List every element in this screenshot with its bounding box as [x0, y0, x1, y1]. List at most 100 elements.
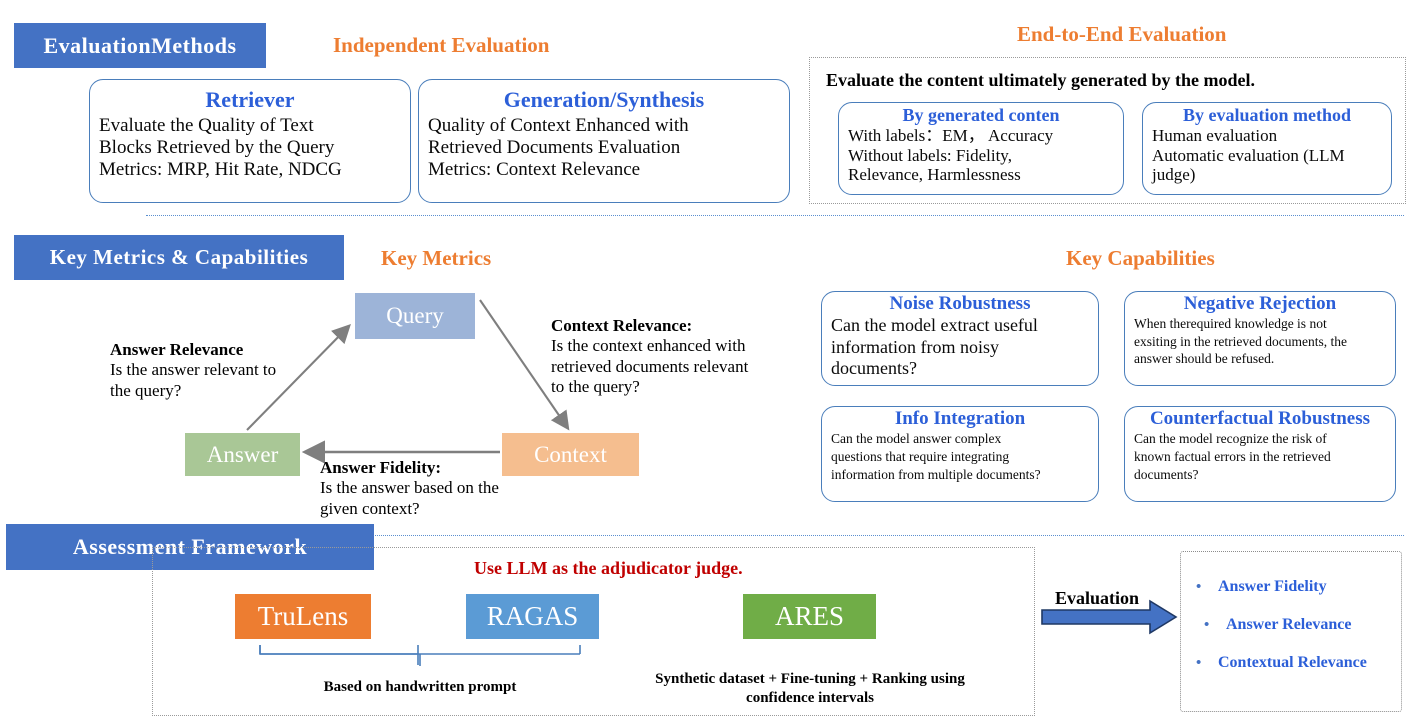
- card-line: Without labels: Fidelity,: [848, 145, 1012, 165]
- card-line: Can the model answer complex: [831, 431, 1002, 447]
- metric-line: given context?: [320, 498, 420, 518]
- heading-key-capabilities: Key Capabilities: [1066, 246, 1215, 270]
- heading-key-metrics: Key Metrics: [381, 246, 492, 270]
- list-item[interactable]: • Answer Fidelity: [1196, 578, 1396, 596]
- llm-judge-note: Use LLM as the adjudicator judge.: [474, 558, 743, 578]
- list-item[interactable]: • Answer Relevance: [1196, 616, 1396, 634]
- card-line: documents?: [1134, 467, 1199, 483]
- metric-line: the query?: [110, 380, 182, 400]
- metric-line: Is the answer relevant to: [110, 360, 277, 380]
- card-info-integration-body: Can the model answer complex questions t…: [831, 430, 1089, 485]
- card-line: When therequired knowledge is not: [1134, 316, 1327, 332]
- card-noise-robustness-title: Noise Robustness: [889, 293, 1031, 314]
- evaluation-arrow-label: Evaluation: [1055, 588, 1140, 608]
- card-noise-robustness[interactable]: Noise Robustness Can the model extract u…: [821, 291, 1099, 386]
- card-counterfactual-robustness-body: Can the model recognize the risk of know…: [1134, 430, 1386, 485]
- card-counterfactual-robustness-title: Counterfactual Robustness: [1149, 408, 1371, 429]
- metric-line: Is the context enhanced with: [551, 336, 746, 356]
- card-line: Quality of Context Enhanced with: [428, 114, 689, 136]
- metric-line: Is the answer based on the: [320, 478, 499, 498]
- node-query-label: Query: [386, 303, 444, 328]
- metric-title: Answer Relevance: [110, 340, 244, 359]
- card-line: Human evaluation: [1152, 125, 1278, 145]
- node-context[interactable]: Context: [502, 433, 639, 476]
- banner-label: Assessment Framework: [72, 534, 308, 559]
- card-info-integration[interactable]: Info Integration Can the model answer co…: [821, 406, 1099, 502]
- caption-handwritten-prompt: Based on handwritten prompt: [323, 679, 517, 695]
- card-line: Retrieved Documents Evaluation: [428, 136, 681, 158]
- node-context-label: Context: [534, 441, 607, 467]
- card-negative-rejection[interactable]: Negative Rejection When therequired know…: [1124, 291, 1396, 386]
- card-by-evaluation-method-title: By evaluation method: [1182, 105, 1351, 125]
- panel-evaluation-outcomes: [1180, 551, 1402, 712]
- section-banner-evaluation-methods: EvaluationMethods: [14, 23, 266, 68]
- card-info-integration-title: Info Integration: [894, 408, 1026, 429]
- card-line: Evaluate the Quality of Text: [99, 114, 314, 136]
- card-generation-synthesis[interactable]: Generation/Synthesis Quality of Context …: [418, 79, 790, 203]
- outcome-label: Contextual Relevance: [1218, 654, 1367, 671]
- card-retriever-body: Evaluate the Quality of Text Blocks Retr…: [99, 115, 401, 181]
- card-line: judge): [1152, 165, 1196, 185]
- card-by-generated-content-body: With labels：EM， Accuracy Without labels:…: [848, 126, 1114, 185]
- card-line: documents?: [831, 358, 917, 379]
- metric-line: to the query?: [551, 377, 640, 397]
- card-line: With labels：EM， Accuracy: [848, 125, 1054, 145]
- metric-line: retrieved documents relevant: [551, 356, 749, 376]
- card-line: information from multiple documents?: [831, 467, 1041, 483]
- metric-answer-relevance: Answer Relevance Is the answer relevant …: [110, 340, 325, 401]
- card-negative-rejection-body: When therequired knowledge is not exsiti…: [1134, 315, 1386, 368]
- banner-label: Key Metrics & Capabilities: [49, 245, 309, 269]
- card-line: exsiting in the retrieved documents, the: [1134, 333, 1347, 349]
- bullet-icon: •: [1204, 617, 1210, 633]
- card-generation-synthesis-body: Quality of Context Enhanced with Retriev…: [428, 115, 780, 181]
- metric-title: Context Relevance:: [551, 316, 693, 335]
- card-retriever-title: Retriever: [205, 87, 295, 112]
- chip-trulens[interactable]: TruLens: [235, 594, 371, 639]
- heading-independent-evaluation: Independent Evaluation: [333, 33, 550, 57]
- end-to-end-lead-text: Evaluate the content ultimately generate…: [826, 70, 1255, 90]
- chip-label: ARES: [774, 601, 845, 631]
- caption-line: Synthetic dataset + Fine-tuning + Rankin…: [655, 671, 965, 687]
- chip-label: RAGAS: [486, 601, 579, 631]
- evaluation-outcomes-list: • Answer Fidelity • Answer Relevance • C…: [1196, 578, 1396, 672]
- card-counterfactual-robustness[interactable]: Counterfactual Robustness Can the model …: [1124, 406, 1396, 502]
- panel-end-to-end: [809, 57, 1406, 204]
- outcome-label: Answer Fidelity: [1218, 578, 1327, 595]
- card-line: Relevance, Harmlessness: [848, 165, 1021, 185]
- card-line: questions that require integrating: [831, 449, 1010, 465]
- heading-end-to-end-evaluation: End-to-End Evaluation: [1017, 22, 1227, 46]
- list-item[interactable]: • Contextual Relevance: [1196, 654, 1396, 672]
- card-line: Can the model recognize the risk of: [1134, 431, 1327, 447]
- section-divider-2: [146, 535, 1404, 536]
- panel-assessment-framework: [152, 547, 1035, 716]
- node-query[interactable]: Query: [355, 293, 475, 339]
- card-negative-rejection-title: Negative Rejection: [1183, 293, 1337, 314]
- node-answer[interactable]: Answer: [185, 433, 300, 476]
- bullet-icon: •: [1196, 579, 1202, 595]
- chip-ares[interactable]: ARES: [743, 594, 876, 639]
- card-retriever[interactable]: Retriever Evaluate the Quality of Text B…: [89, 79, 411, 203]
- section-divider-1: [146, 215, 1404, 216]
- card-by-generated-content[interactable]: By generated conten With labels：EM， Accu…: [838, 102, 1124, 195]
- caption-line: confidence intervals: [746, 689, 874, 706]
- outcome-label: Answer Relevance: [1226, 616, 1352, 633]
- card-noise-robustness-body: Can the model extract useful information…: [831, 315, 1089, 380]
- caption-synthetic-dataset: Synthetic dataset + Fine-tuning + Rankin…: [620, 670, 1000, 708]
- card-by-generated-content-title: By generated conten: [902, 105, 1060, 125]
- section-banner-key-metrics-capabilities: Key Metrics & Capabilities: [14, 235, 344, 280]
- metric-answer-fidelity: Answer Fidelity: Is the answer based on …: [320, 458, 580, 519]
- card-line: known factual errors in the retrieved: [1134, 449, 1331, 465]
- node-answer-label: Answer: [206, 441, 279, 467]
- card-line: Can the model extract useful: [831, 315, 1038, 336]
- card-by-evaluation-method[interactable]: By evaluation method Human evaluation Au…: [1142, 102, 1392, 195]
- card-line: answer should be refused.: [1134, 351, 1275, 367]
- card-line: information from noisy: [831, 336, 999, 357]
- card-line: Metrics: MRP, Hit Rate, NDCG: [99, 158, 342, 180]
- card-line: Automatic evaluation (LLM: [1152, 145, 1345, 165]
- bullet-icon: •: [1196, 655, 1202, 671]
- chip-ragas[interactable]: RAGAS: [466, 594, 599, 639]
- card-line: Blocks Retrieved by the Query: [99, 136, 335, 158]
- card-line: Metrics: Context Relevance: [428, 158, 641, 180]
- metric-context-relevance: Context Relevance: Is the context enhanc…: [551, 316, 796, 398]
